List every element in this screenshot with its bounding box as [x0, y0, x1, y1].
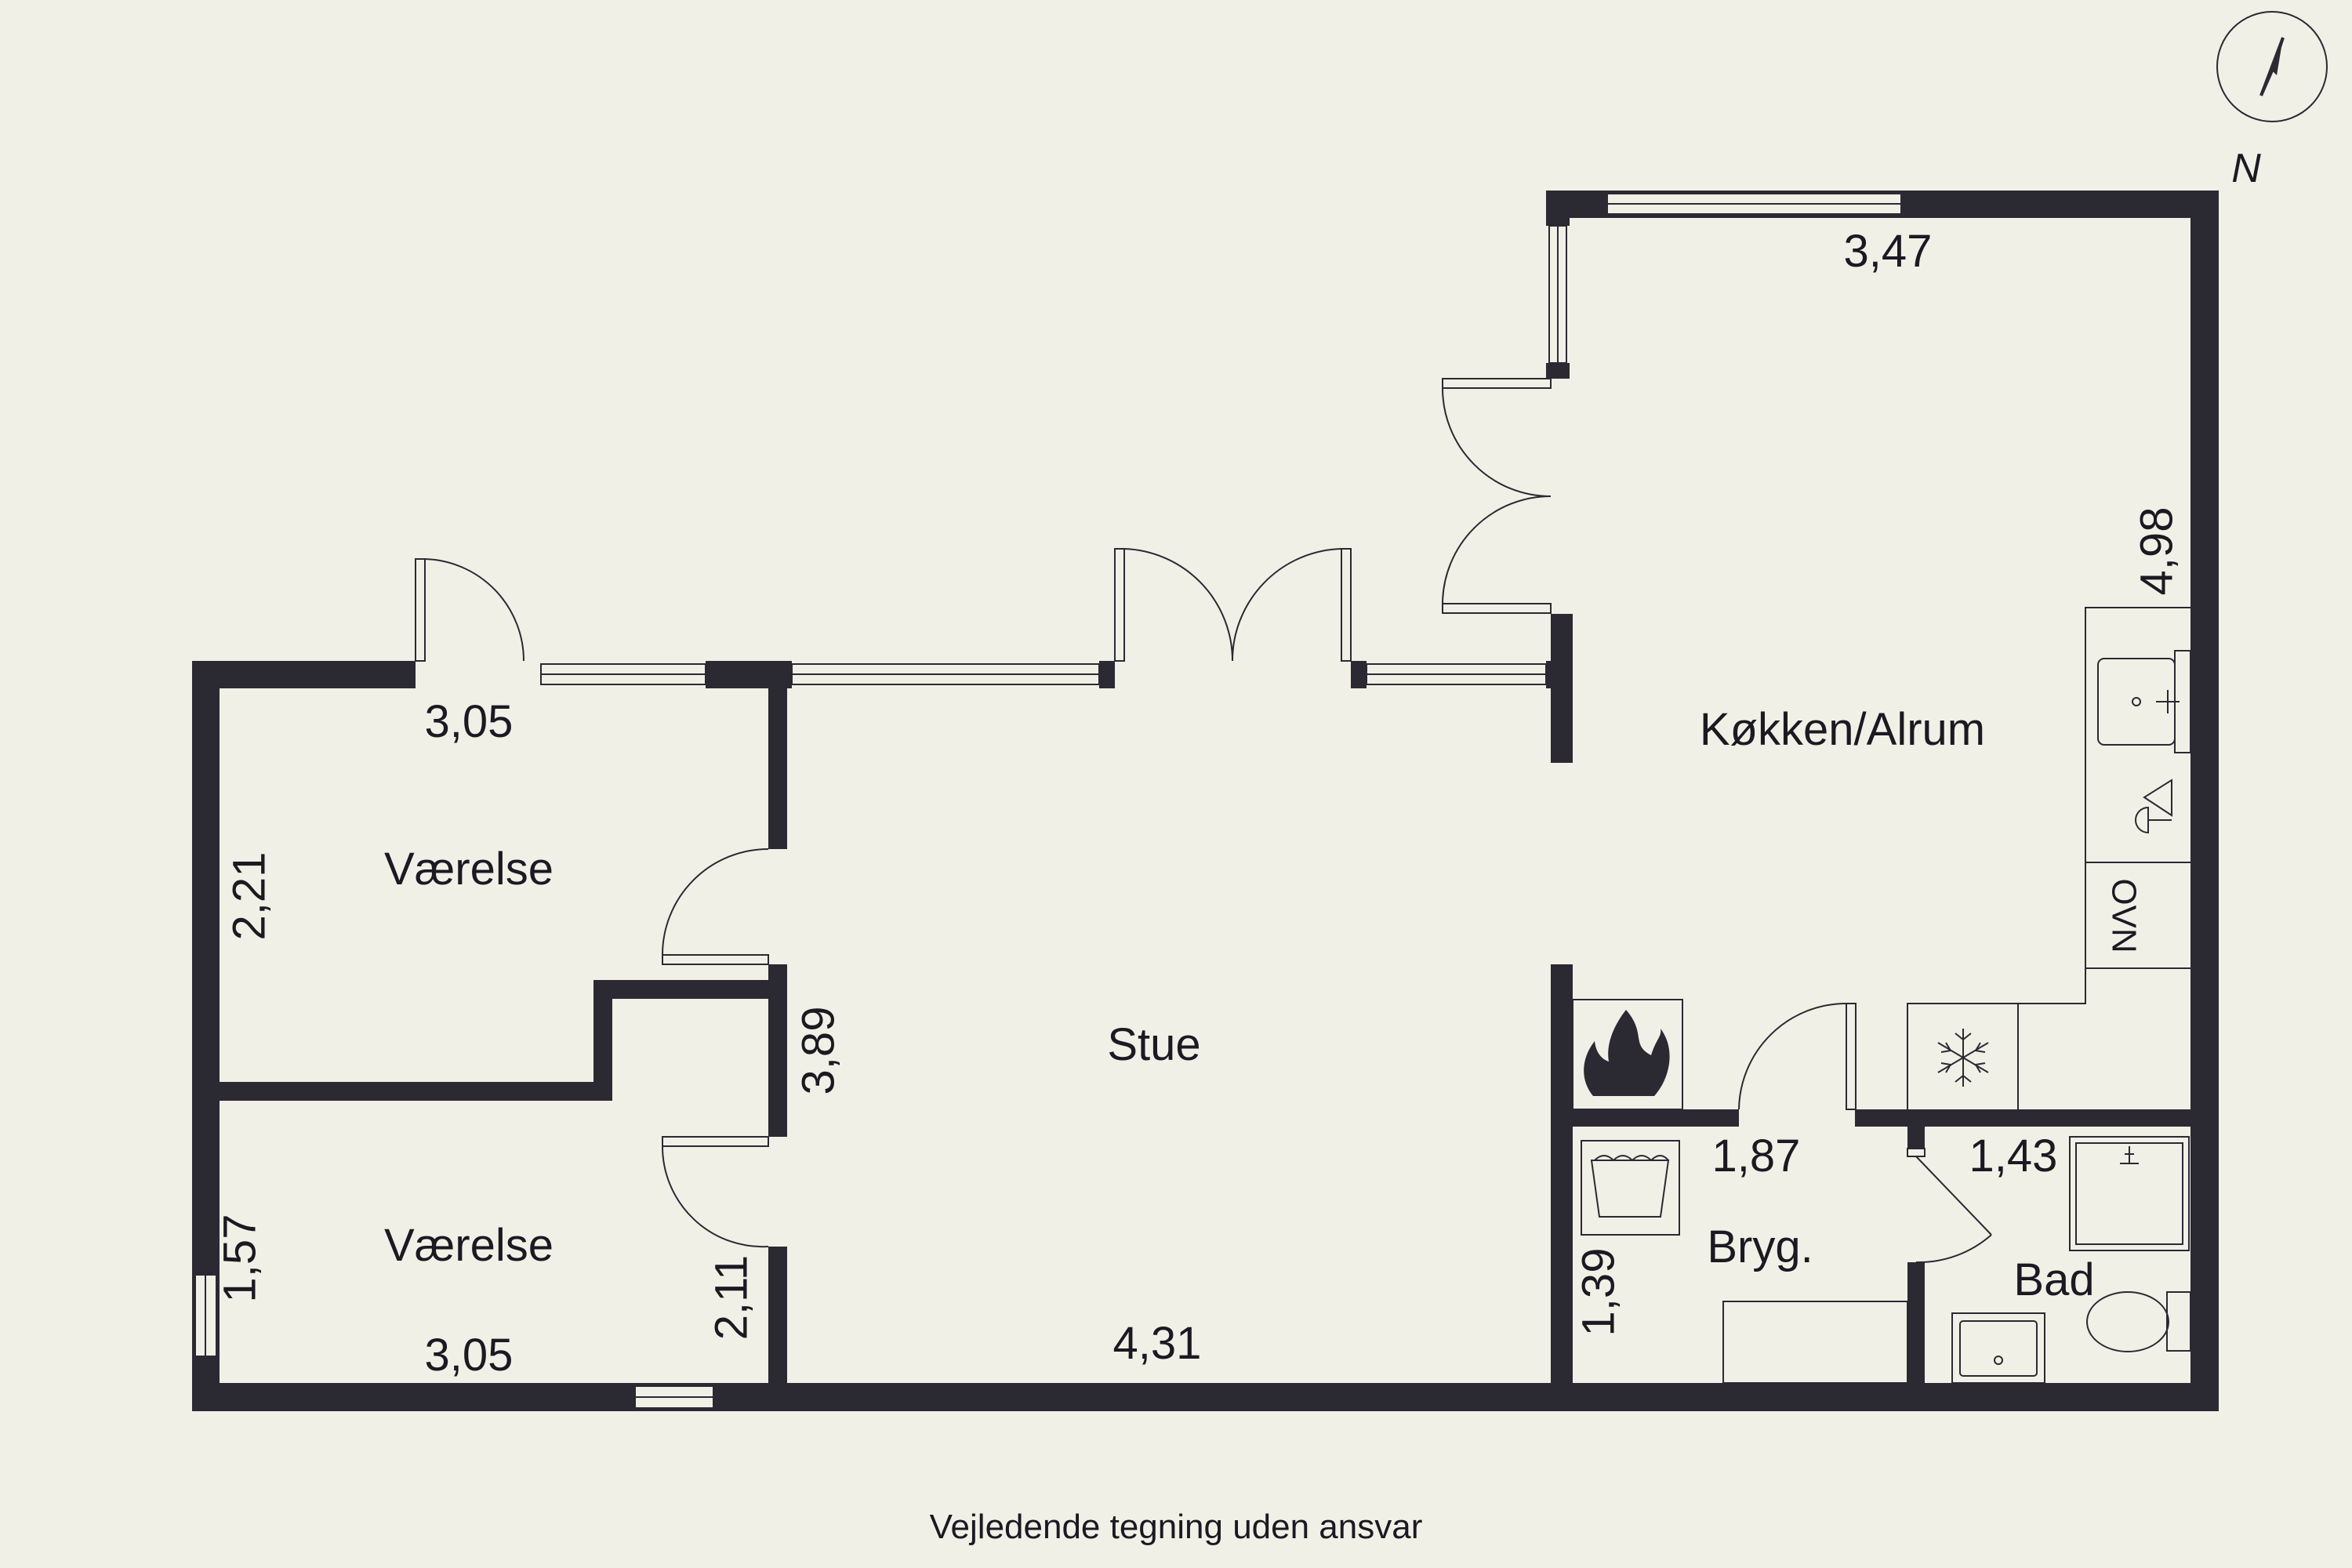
dimension-bedroom-bottom-width: 3,05: [425, 1330, 514, 1381]
oven-label: OVN: [2104, 878, 2143, 953]
room-label-living: Stue: [1107, 1019, 1200, 1070]
room-label-bath: Bad: [2013, 1254, 2094, 1305]
windows: [194, 193, 1902, 1409]
dishwasher-icon: [2135, 779, 2172, 834]
washbasin-icon: [1951, 1312, 2045, 1384]
compass-needle-icon: [2259, 37, 2285, 96]
dimension-living-depth: 3,89: [793, 1007, 844, 1095]
sink-icon: [2097, 650, 2191, 753]
fireplace: [1572, 999, 1683, 1110]
dimension-kitchen-depth: 4,98: [2131, 507, 2182, 596]
door: [1907, 1148, 1992, 1264]
shower-icon: [2069, 1136, 2190, 1251]
double-door: [1442, 378, 1552, 614]
north-label: N: [2231, 146, 2261, 191]
dimension-bedroom-top-depth: 2,21: [223, 852, 274, 941]
dimension-kitchen-width: 3,47: [1844, 226, 1933, 277]
room-label-bedroom-top: Værelse: [384, 844, 554, 895]
room-label-kitchen: Køkken/Alrum: [1700, 704, 1985, 755]
doors: [415, 378, 1992, 1264]
dimension-utility-width: 1,87: [1712, 1131, 1801, 1181]
room-label-bedroom-bottom: Værelse: [384, 1220, 554, 1271]
toilet-icon: [2086, 1291, 2191, 1352]
door: [662, 848, 769, 965]
double-door: [1114, 548, 1352, 662]
freezer-icon: [1937, 1029, 1989, 1087]
room-label-utility: Bryg.: [1707, 1221, 1813, 1272]
compass: N: [2216, 11, 2328, 191]
dimension-utility-depth: 1,39: [1573, 1248, 1624, 1337]
washing-machine-icon: [1590, 1155, 1670, 1218]
door: [1738, 1003, 1857, 1110]
dimension-labels: 3,47 4,98 3,05 2,21 3,05 1,57 4,31 3,89 …: [214, 226, 2182, 1381]
dimension-hall-depth: 2,11: [706, 1255, 757, 1341]
dimension-bedroom-bottom-depth: 1,57: [214, 1214, 265, 1303]
utility-fixtures: [1581, 1140, 1908, 1384]
bath-fixtures: [1951, 1136, 2191, 1384]
kitchen-fixtures: OVN: [1907, 607, 2191, 1109]
disclaimer-text: Vejledende tegning uden ansvar: [930, 1508, 1423, 1546]
room-labels: Køkken/Alrum Stue Værelse Værelse Bryg. …: [384, 704, 2095, 1305]
door: [415, 558, 524, 662]
flame-icon: [1584, 1010, 1670, 1096]
dimension-bedroom-top-width: 3,05: [425, 696, 514, 747]
dimension-living-width: 4,31: [1113, 1318, 1202, 1369]
dimension-bath-width: 1,43: [1969, 1131, 2058, 1181]
compass-ring: [2216, 11, 2328, 122]
door: [661, 1136, 769, 1248]
